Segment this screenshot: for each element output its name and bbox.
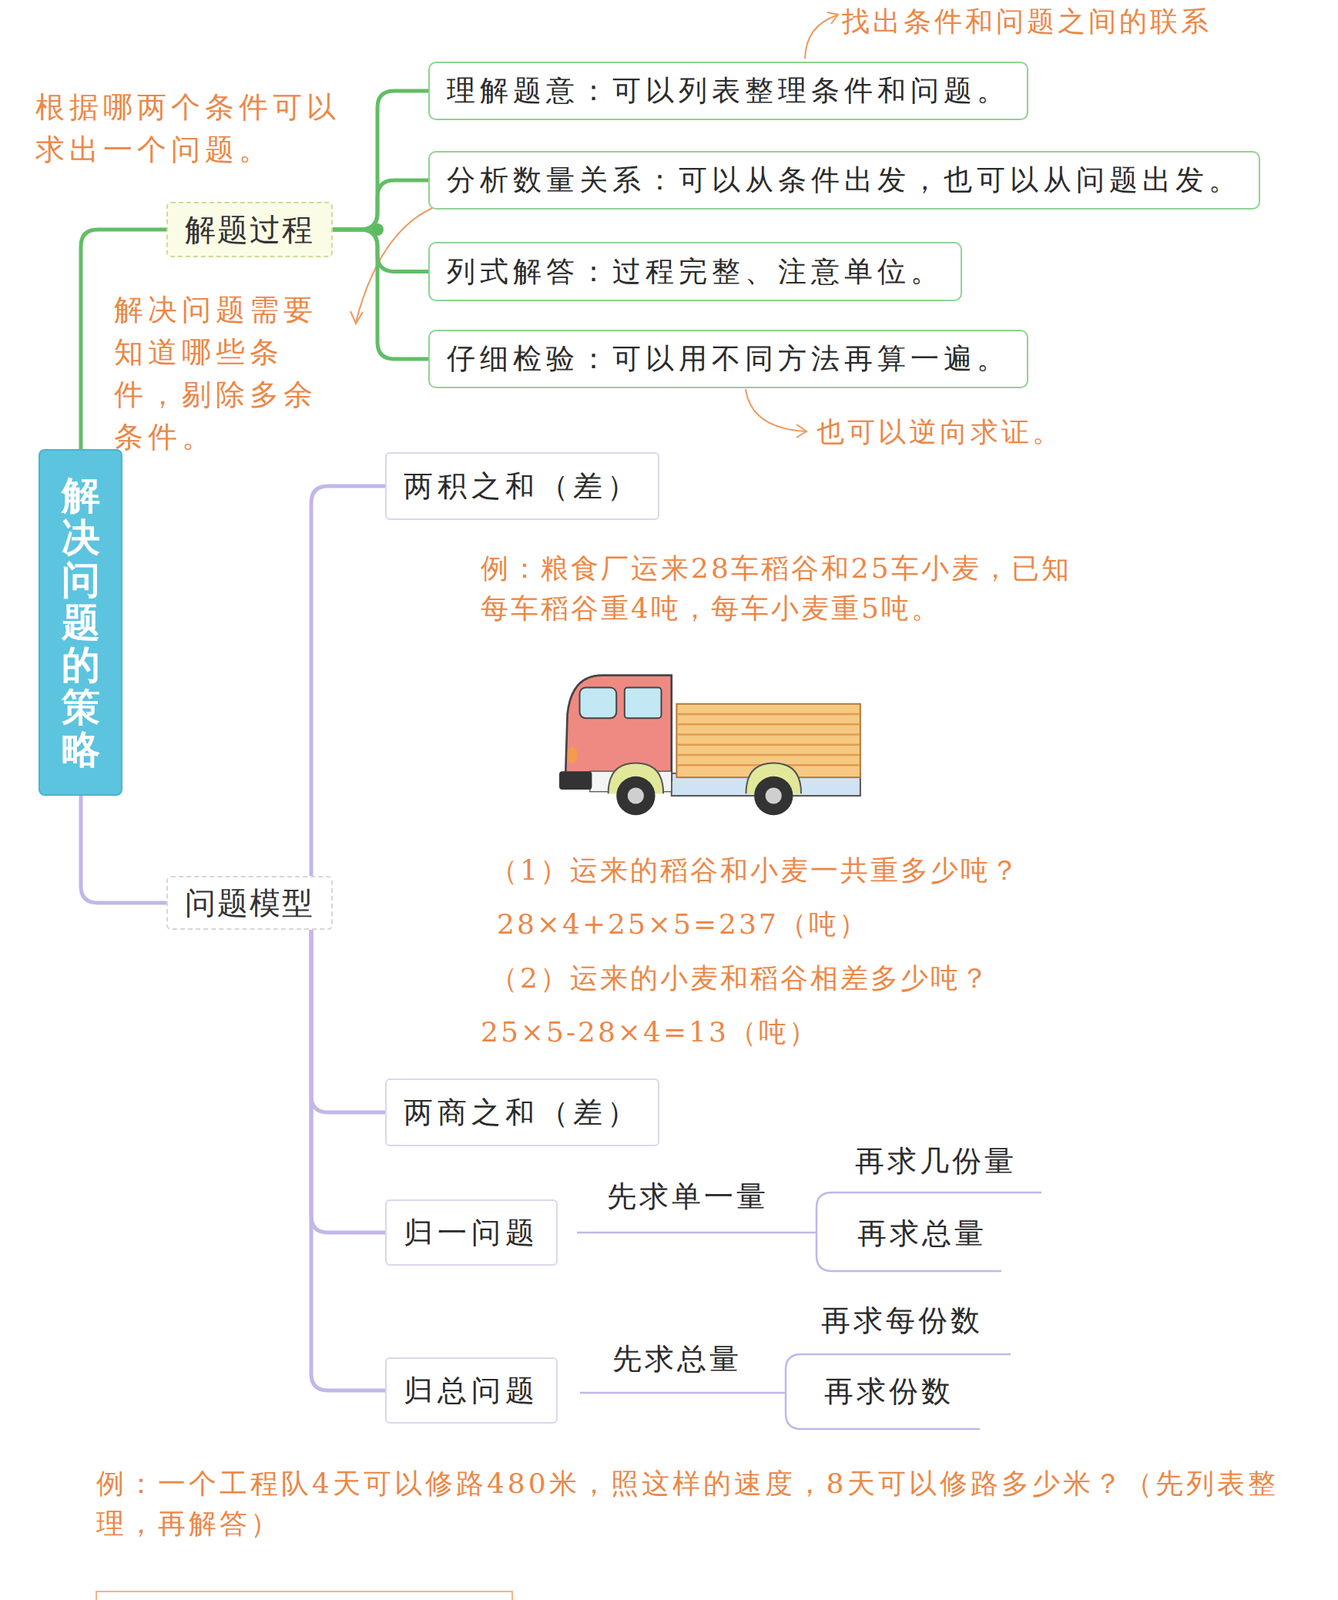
branch-lines	[576, 1192, 1042, 1429]
node-text: 理解题意：可以列表整理条件和问题。	[446, 71, 1010, 111]
note-text: 解决问题需要知道哪些条件，剔除多余条件。	[114, 288, 338, 459]
note-text: 28×4+25×5=237（吨）	[496, 904, 869, 945]
truck-cab	[565, 675, 672, 781]
cab-window	[580, 687, 618, 719]
node-text: 解题过程	[184, 208, 315, 252]
note-text: 找出条件和问题之间的联系	[841, 1, 1212, 42]
branch-line	[576, 1231, 817, 1235]
note-text: 例：粮食厂运来28车稻谷和25车小麦，已知每车稻谷重4吨，每车小麦重5吨。	[480, 548, 1097, 629]
step-box: 理解题意：可以列表整理条件和问题。	[428, 61, 1029, 121]
note-text: 也可以逆向求证。	[816, 412, 1064, 453]
node-text: 问题模型	[184, 881, 315, 925]
branch-connector	[311, 486, 386, 876]
branch-label: 再求几份量	[855, 1144, 1017, 1179]
branch-topic: 问题模型	[166, 875, 333, 930]
model-box: 两积之和（差）	[385, 452, 660, 520]
branch-connector	[80, 795, 167, 903]
model-box: 归一问题	[385, 1199, 558, 1266]
note-text: 例：一个工程队4天可以修路480米，照这样的速度，8天可以修路多少米？（先列表整…	[96, 1463, 1306, 1544]
node-text: 分析数量关系：可以从条件出发，也可以从问题出发。	[446, 160, 1242, 200]
branch-topic: 解题过程	[166, 201, 333, 258]
hub	[765, 787, 782, 804]
bumper	[559, 771, 592, 790]
arrow-head	[796, 424, 807, 438]
node-text: 解决问题的策略	[61, 474, 101, 772]
node-text: 两积之和（差）	[403, 466, 641, 507]
model-box: 归总问题	[385, 1357, 558, 1424]
cab-window	[624, 687, 662, 719]
hub	[627, 787, 644, 804]
arrow-head	[827, 12, 839, 24]
note-text: （1）运来的稻谷和小麦一共重多少吨？	[489, 850, 1021, 891]
branch-line	[580, 1391, 786, 1395]
step-box: 仔细检验：可以用不同方法再算一遍。	[428, 329, 1029, 389]
node-text: 归总问题	[403, 1371, 540, 1411]
branch-connector	[311, 929, 386, 1233]
truck-illustration	[559, 675, 861, 816]
branch-label: 先求单一量	[606, 1180, 769, 1214]
root-topic: 解决问题的策略	[38, 449, 123, 796]
wheel	[754, 776, 793, 815]
branch-label: 再求份数	[824, 1374, 954, 1409]
note-text: 根据哪两个条件可以求出一个问题。	[35, 86, 359, 172]
step-box: 分析数量关系：可以从条件出发，也可以从问题出发。	[428, 150, 1261, 210]
bed-stripes	[677, 714, 860, 765]
node-text: 两商之和（差）	[403, 1093, 641, 1133]
branch-label: 再求每份数	[821, 1304, 983, 1338]
headlight	[567, 746, 578, 763]
model-box: 两商之和（差）	[385, 1078, 660, 1147]
node-text: 仔细检验：可以用不同方法再算一遍。	[446, 339, 1010, 379]
branch-connector	[332, 229, 429, 359]
branch-connector	[311, 929, 386, 1391]
branch-connector	[311, 929, 386, 1113]
wheel	[616, 776, 655, 815]
answer-box	[96, 1591, 513, 1600]
branch-label: 再求总量	[857, 1217, 987, 1251]
node-text: 归一问题	[403, 1213, 540, 1253]
arrow-head	[350, 311, 363, 324]
branch-connector	[332, 180, 429, 230]
node-text: 列式解答：过程完整、注意单位。	[446, 252, 944, 292]
branch-connector	[332, 90, 429, 230]
branch-label: 先求总量	[612, 1342, 742, 1377]
branch-connector	[332, 229, 429, 272]
step-box: 列式解答：过程完整、注意单位。	[428, 241, 963, 302]
note-text: （2）运来的小麦和稻谷相差多少吨？	[489, 958, 991, 999]
note-text: 25×5-28×4=13（吨）	[480, 1012, 819, 1053]
